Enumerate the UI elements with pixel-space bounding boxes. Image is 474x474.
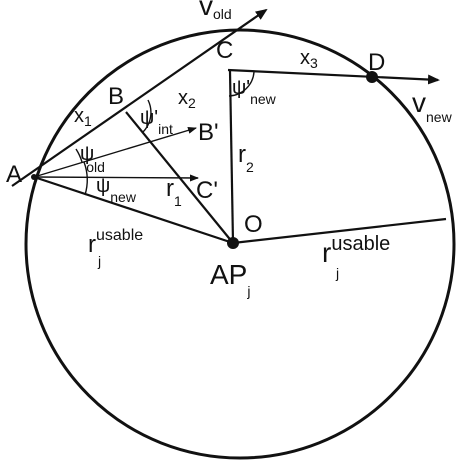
angle-arc-psi-old (75, 148, 83, 163)
label-point-a: A (6, 161, 22, 188)
label-v-new: vnew (412, 87, 453, 125)
v-old-direction-line (11, 8, 268, 187)
label-x1: x1 (74, 105, 92, 129)
label-psi-new-prime: ψ'new (232, 77, 277, 107)
point-a-dot (31, 174, 37, 180)
label-v-old: vold (199, 0, 232, 22)
label-point-c-prime: C' (196, 177, 218, 204)
label-psi-int: ψ'int (140, 107, 173, 137)
label-psi-new: ψnew (96, 175, 137, 205)
coverage-circle (24, 28, 456, 460)
label-point-c: C (216, 37, 233, 64)
angle-arc-psi-new (83, 161, 88, 196)
label-point-b-prime: B' (198, 119, 219, 146)
label-point-o: O (244, 211, 263, 238)
label-x3: x3 (300, 47, 318, 71)
label-access-point: APj (210, 259, 250, 299)
label-r1: r1 (166, 175, 182, 209)
usable-radius-right (232, 217, 447, 245)
arrow-a-b-prime (33, 126, 197, 178)
label-r2: r2 (238, 141, 254, 175)
arrow-a-c-prime (33, 174, 199, 182)
radius-r2 (228, 70, 235, 244)
label-point-d: D (368, 49, 385, 76)
usable-radius-left (33, 175, 234, 245)
path-c-d (227, 68, 440, 85)
point-d-dot (366, 71, 378, 83)
label-x2: x2 (178, 87, 196, 111)
angle-arc-psi-int (142, 99, 152, 133)
label-point-b: B (108, 83, 124, 110)
point-o-dot (227, 237, 239, 249)
angle-arc-psi-new-prime (228, 71, 255, 97)
